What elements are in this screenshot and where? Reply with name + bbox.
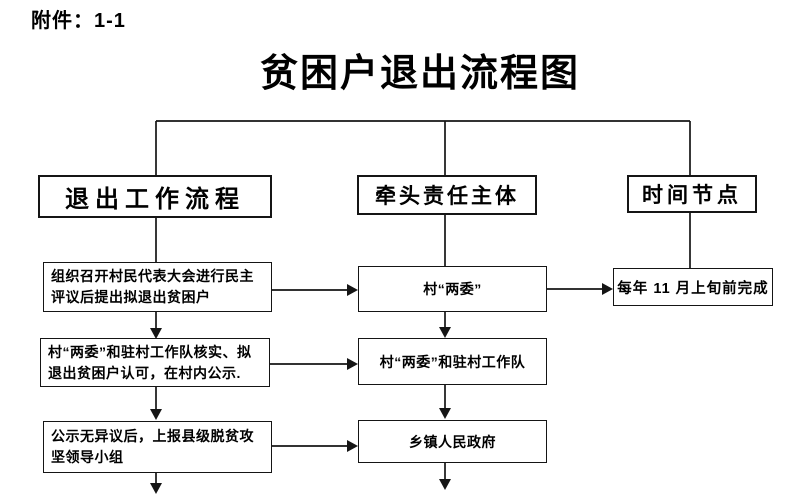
responsible-step-1: 村“两委” <box>358 266 547 312</box>
page-title: 贫困户退出流程图 <box>259 53 580 95</box>
top-bracket-line <box>155 120 691 175</box>
process-step-3: 公示无异议后，上报县级脱贫攻坚领导小组 <box>43 421 272 473</box>
down-arrow-responsible-3-next <box>439 463 451 490</box>
header-time-node: 时间节点 <box>627 175 757 213</box>
attachment-label: 附件：1-1 <box>31 10 126 32</box>
down-arrow-process-3-next <box>150 473 162 494</box>
down-arrow-process-1-2 <box>150 312 162 339</box>
header-lead-responsible-entity: 牵头责任主体 <box>357 175 537 215</box>
down-arrow-process-2-3 <box>150 387 162 420</box>
process-step-2: 村“两委”和驻村工作队核实、拟退出贫困户认可，在村内公示. <box>40 338 270 387</box>
down-arrow-responsible-1-2 <box>439 312 451 338</box>
time-node-step-1: 每年 11 月上旬前完成 <box>613 268 773 306</box>
header-exit-work-process: 退出工作流程 <box>38 175 272 218</box>
right-arrow-row1-responsible-to-time <box>547 283 613 295</box>
right-arrow-row1-process-to-responsible <box>272 284 358 296</box>
responsible-step-3: 乡镇人民政府 <box>358 420 547 463</box>
down-arrow-responsible-2-3 <box>439 385 451 419</box>
responsible-step-2: 村“两委”和驻村工作队 <box>358 338 547 385</box>
header-drop-lines <box>155 212 691 268</box>
right-arrow-row2-process-to-responsible <box>270 358 358 370</box>
right-arrow-row3-process-to-responsible <box>272 440 358 452</box>
process-step-1: 组织召开村民代表大会进行民主评议后提出拟退出贫困户 <box>43 262 272 312</box>
